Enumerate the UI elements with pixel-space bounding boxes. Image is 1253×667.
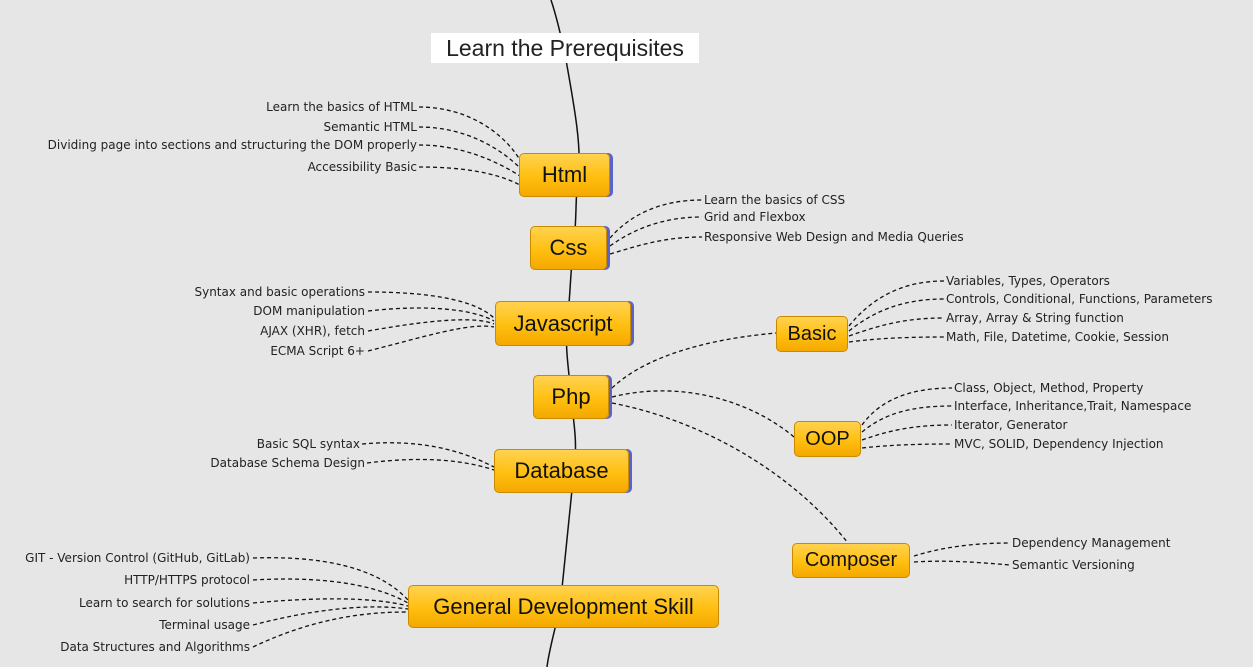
leaf-oop-3: Iterator, Generator: [954, 418, 1068, 432]
leaf-js-3: AJAX (XHR), fetch: [260, 324, 365, 338]
connector-db-1: [361, 442, 495, 468]
leaf-css-2: Grid and Flexbox: [704, 210, 806, 224]
leaf-oop-4: MVC, SOLID, Dependency Injection: [954, 437, 1164, 451]
leaf-gen-3: Learn to search for solutions: [79, 596, 250, 610]
connector-php-oop: [611, 390, 795, 438]
leaf-html-4: Accessibility Basic: [307, 160, 417, 174]
leaf-html-3: Dividing page into sections and structur…: [47, 138, 417, 152]
connector-js-1: [367, 291, 495, 319]
connector-css-1: [609, 199, 703, 239]
leaf-basic-1: Variables, Types, Operators: [946, 274, 1110, 288]
connector-php-basic: [611, 332, 777, 389]
node-database[interactable]: Database: [494, 449, 629, 493]
node-general-development-skill[interactable]: General Development Skill: [408, 585, 719, 628]
leaf-gen-4: Terminal usage: [159, 618, 250, 632]
connector-basic-2: [848, 298, 945, 332]
leaf-basic-2: Controls, Conditional, Functions, Parame…: [946, 292, 1213, 306]
leaf-composer-1: Dependency Management: [1012, 536, 1171, 550]
connector-html-4: [418, 166, 521, 186]
connector-css-3: [609, 236, 703, 255]
connector-oop-4: [861, 443, 953, 449]
leaf-oop-1: Class, Object, Method, Property: [954, 381, 1144, 395]
leaf-gen-1: GIT - Version Control (GitHub, GitLab): [25, 551, 250, 565]
connector-gen-5: [252, 611, 409, 648]
leaf-oop-2: Interface, Inheritance,Trait, Namespace: [954, 399, 1192, 413]
connector-composer-2: [913, 560, 1011, 566]
connector-oop-3: [861, 424, 953, 441]
connector-gen-2: [252, 578, 409, 604]
node-css[interactable]: Css: [530, 226, 607, 270]
connector-css-2: [609, 216, 703, 247]
leaf-js-4: ECMA Script 6+: [270, 344, 365, 358]
connector-html-1: [418, 106, 521, 161]
node-javascript[interactable]: Javascript: [495, 301, 631, 346]
connector-db-2: [366, 458, 495, 471]
leaf-basic-4: Math, File, Datetime, Cookie, Session: [946, 330, 1169, 344]
leaf-js-1: Syntax and basic operations: [194, 285, 365, 299]
node-html[interactable]: Html: [519, 153, 610, 197]
connector-basic-1: [848, 280, 945, 327]
connector-oop-1: [861, 387, 953, 426]
connector-composer-1: [913, 542, 1011, 557]
leaf-gen-2: HTTP/HTTPS protocol: [124, 573, 250, 587]
leaf-basic-3: Array, Array & String function: [946, 311, 1124, 325]
connector-basic-4: [848, 336, 945, 343]
leaf-db-1: Basic SQL syntax: [256, 437, 360, 451]
connector-oop-2: [861, 405, 953, 433]
leaf-js-2: DOM manipulation: [253, 304, 365, 318]
connector-gen-4: [252, 606, 409, 626]
node-php[interactable]: Php: [533, 375, 609, 419]
connector-js-2: [367, 307, 495, 322]
leaf-gen-5: Data Structures and Algorithms: [60, 640, 250, 654]
connector-js-3: [367, 319, 495, 332]
node-oop[interactable]: OOP: [794, 421, 861, 457]
connector-basic-3: [848, 317, 945, 337]
leaf-db-2: Database Schema Design: [210, 456, 365, 470]
leaf-css-1: Learn the basics of CSS: [704, 193, 846, 207]
node-composer[interactable]: Composer: [792, 543, 910, 578]
connector-html-2: [418, 126, 521, 169]
connector-html-3: [418, 144, 521, 177]
node-basic[interactable]: Basic: [776, 316, 848, 352]
leaf-html-1: Learn the basics of HTML: [266, 100, 417, 114]
leaf-composer-2: Semantic Versioning: [1012, 558, 1135, 572]
section-title: Learn the Prerequisites: [431, 33, 699, 63]
leaf-css-3: Responsive Web Design and Media Queries: [704, 230, 964, 244]
connector-js-4: [367, 325, 495, 352]
leaf-html-2: Semantic HTML: [323, 120, 418, 134]
connector-gen-3: [252, 598, 409, 607]
connector-gen-1: [252, 557, 409, 601]
